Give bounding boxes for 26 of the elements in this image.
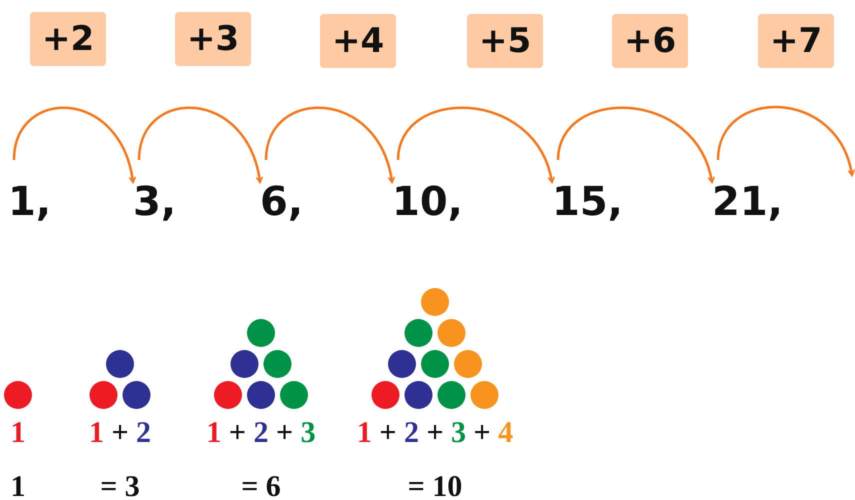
sum-expression: 1 + 2 + 3 + 4 bbox=[356, 416, 514, 450]
sum-result: = 6 bbox=[241, 470, 281, 500]
sum-result: = 3 bbox=[100, 470, 140, 500]
curved-arrow bbox=[138, 106, 263, 184]
step-badge: +2 bbox=[30, 12, 106, 66]
step-badge: +5 bbox=[467, 14, 544, 68]
step-badge: +3 bbox=[175, 12, 252, 66]
sum-expression: 1 + 2 bbox=[88, 416, 152, 450]
curved-arrow bbox=[12, 106, 136, 184]
sequence-number: 15, bbox=[552, 180, 623, 224]
step-badge: +6 bbox=[612, 14, 688, 68]
sum-expression: 1 + 2 + 3 bbox=[206, 416, 316, 450]
sequence-number: 10, bbox=[392, 180, 463, 224]
curved-arrow bbox=[716, 106, 854, 176]
sequence-number: 6, bbox=[260, 180, 304, 224]
curved-arrow bbox=[264, 106, 395, 184]
sequence-number: 21, bbox=[712, 180, 783, 224]
sum-result: 1 bbox=[10, 470, 26, 500]
sequence-number: 1, bbox=[8, 180, 52, 224]
sum-expression: 1 bbox=[10, 416, 26, 450]
sequence-number: 3, bbox=[133, 180, 176, 224]
curved-arrow bbox=[556, 106, 714, 184]
step-badge: +4 bbox=[320, 14, 396, 68]
step-badge: +7 bbox=[758, 14, 834, 68]
sum-result: = 10 bbox=[408, 470, 462, 500]
curved-arrow bbox=[396, 106, 554, 184]
